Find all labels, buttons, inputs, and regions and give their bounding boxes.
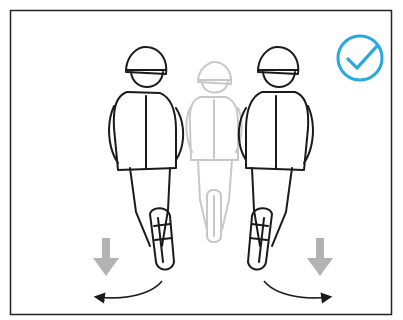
card-border <box>11 11 392 315</box>
